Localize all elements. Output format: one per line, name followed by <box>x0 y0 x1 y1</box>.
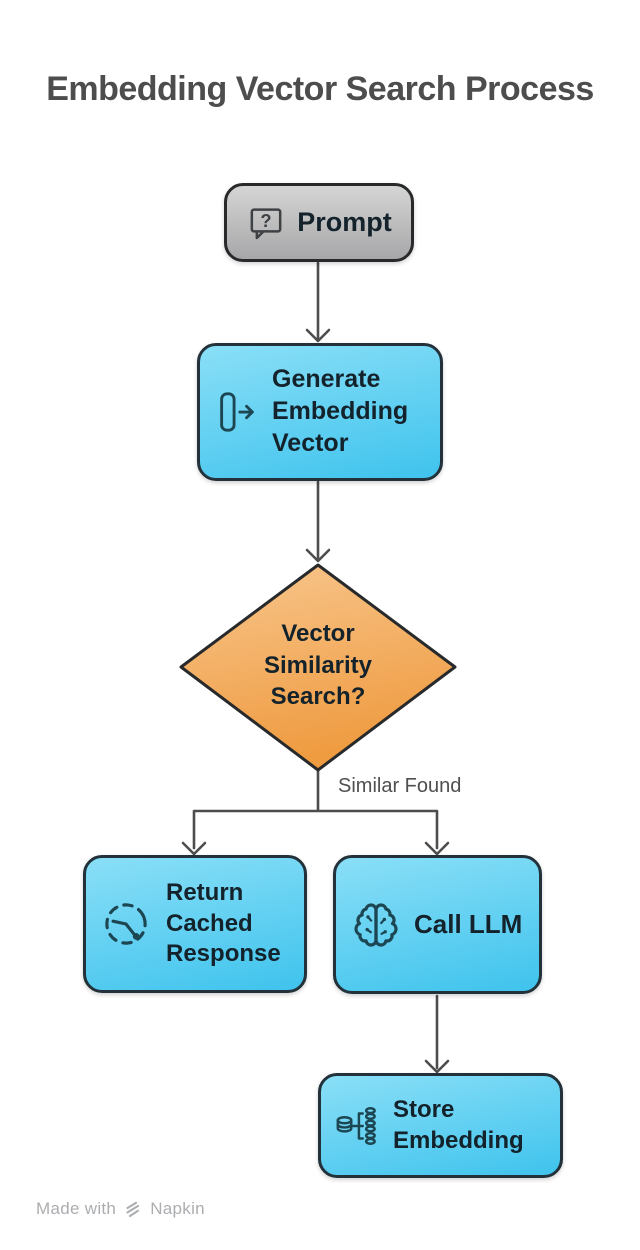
history-clock-icon <box>105 903 147 945</box>
node-cached-label: Return Cached Response <box>166 879 281 968</box>
node-store-embedding: Store Embedding <box>318 1073 563 1178</box>
brain-icon <box>354 902 398 947</box>
napkin-logo-icon <box>126 1201 140 1218</box>
question-bubble-icon: ? <box>250 207 282 239</box>
footer-credit: Made with Napkin <box>36 1199 205 1219</box>
edge-label-similar-found: Similar Found <box>338 775 462 797</box>
node-store-label: Store Embedding <box>393 1096 524 1154</box>
node-generate-label: Generate Embedding Vector <box>272 365 409 457</box>
node-prompt-label: Prompt <box>297 207 392 238</box>
svg-text:?: ? <box>261 210 272 231</box>
footer-made-with: Made with <box>36 1199 117 1218</box>
node-generate-embedding: Generate Embedding Vector <box>197 343 443 481</box>
page-title: Embedding Vector Search Process <box>46 70 594 108</box>
node-prompt: ? Prompt <box>224 183 414 262</box>
node-decision-label: Vector Similarity Search? <box>263 620 373 711</box>
embedding-arrow-icon <box>220 392 254 432</box>
node-return-cached: Return Cached Response <box>83 855 307 993</box>
database-branch-icon <box>336 1106 376 1145</box>
node-llm-label: Call LLM <box>414 908 523 939</box>
node-call-llm: Call LLM <box>333 855 542 994</box>
footer-brand: Napkin <box>150 1199 205 1218</box>
